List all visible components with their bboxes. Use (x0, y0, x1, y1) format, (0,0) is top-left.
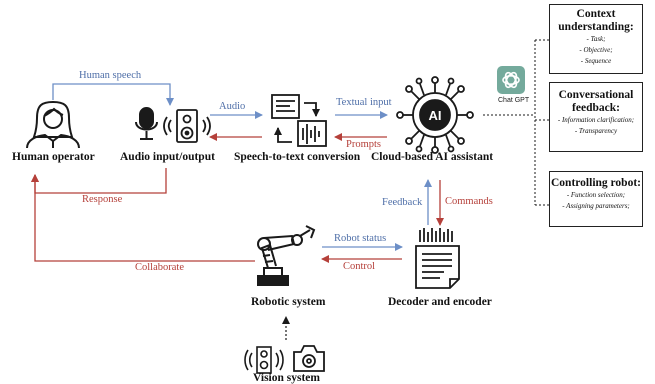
label-feedback: Feedback (382, 197, 423, 208)
label-response: Response (82, 194, 123, 205)
controlling-item: - Function selection; (566, 191, 626, 199)
label-vision-system: Vision system (253, 372, 320, 384)
controlling-box-title: Controlling robot: (551, 177, 641, 189)
label-human-operator: Human operator (12, 151, 95, 163)
conversational-item: - Transparency (574, 127, 618, 135)
label-robot-status: Robot status (334, 233, 387, 244)
decoder-encoder-icon (415, 228, 460, 289)
label-prompts: Prompts (346, 139, 382, 150)
label-robotic-system: Robotic system (251, 296, 326, 308)
svg-text:AI: AI (429, 108, 442, 123)
camera-icon (293, 345, 325, 372)
label-textual-input: Textual input (336, 97, 392, 108)
microphone-icon (135, 107, 158, 140)
human-operator-icon (26, 100, 80, 149)
edge-response (31, 168, 167, 194)
edge-gpt-to-boxes (483, 39, 549, 206)
context-box-title: Context understanding: (558, 8, 634, 33)
conversational-item: - Information clarification; (557, 116, 635, 124)
robotic-arm-icon (257, 225, 316, 286)
conversational-feedback-box: Conversational feedback: - Information c… (549, 82, 643, 152)
label-speech-to-text: Speech-to-text conversion (234, 151, 361, 163)
label-ai-assistant: Cloud-based AI assistant (371, 151, 494, 163)
label-commands: Commands (445, 196, 493, 207)
context-understanding-box: Context understanding: - Task; - Objecti… (549, 4, 643, 74)
context-item: - Objective; (579, 46, 613, 54)
label-collaborate: Collaborate (135, 262, 184, 273)
ai-chip-icon: AI (396, 76, 474, 154)
label-audio: Audio (219, 101, 246, 112)
edge-human-speech (52, 83, 174, 106)
controlling-item: - Assigning parameters; (562, 202, 630, 210)
label-control: Control (343, 261, 376, 272)
context-item: - Sequence (580, 57, 612, 65)
controlling-robot-box: Controlling robot: - Function selection;… (549, 171, 643, 227)
context-item: - Task; (586, 35, 606, 43)
label-human-speech: Human speech (79, 70, 142, 81)
label-audio-io: Audio input/output (120, 151, 215, 163)
edge-collaborate (31, 174, 255, 262)
label-chatgpt: Chat GPT (498, 97, 530, 104)
label-decoder-encoder: Decoder and encoder (388, 296, 492, 308)
chatgpt-logo-icon (497, 66, 525, 94)
sensor-icon (244, 346, 284, 374)
speech-to-text-icon (271, 94, 327, 147)
speaker-icon (163, 109, 211, 143)
conversational-box-title: Conversational feedback: (558, 89, 634, 114)
